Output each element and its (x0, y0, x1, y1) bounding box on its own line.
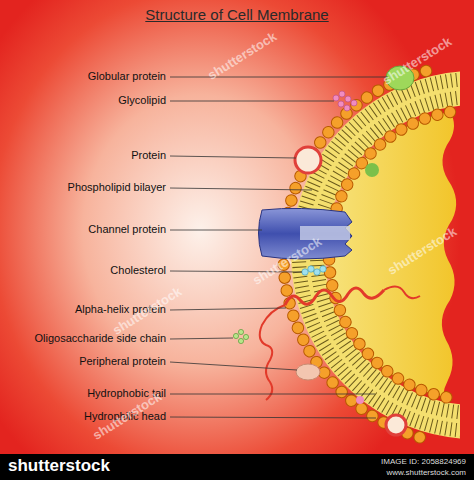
part-label: Globular protein (0, 70, 166, 82)
alpha-helix-tail (260, 305, 285, 400)
part-label: Peripheral protein (0, 355, 166, 367)
hydrophilic-heads (329, 112, 450, 398)
peripheral-protein (296, 364, 320, 380)
part-label: Protein (0, 149, 166, 161)
watermark: shutterstock (250, 234, 324, 288)
alpha-helix (285, 288, 384, 305)
protein-small (356, 396, 364, 404)
part-label: Cholesterol (0, 264, 166, 276)
part-label: Channel protein (0, 223, 166, 235)
glycolipid (333, 91, 357, 111)
protein-small (365, 163, 379, 177)
protein (295, 147, 321, 173)
watermark: shutterstock (385, 224, 459, 278)
watermark: shutterstock (380, 34, 454, 88)
hydrophilic-heads (329, 112, 450, 398)
part-label: Glycolipid (0, 94, 166, 106)
part-label: Oligosaccharide side chain (0, 332, 166, 344)
protein (386, 415, 406, 435)
alpha-helix-tail (384, 286, 420, 298)
watermark-id: IMAGE ID: 2058824969 (381, 457, 466, 466)
watermark: shutterstock (205, 29, 279, 83)
watermark-bar (0, 454, 474, 480)
diagram-title: Structure of Cell Membrane (0, 6, 474, 23)
oligosaccharide (233, 329, 248, 343)
watermark-logo: shutterstock (8, 456, 110, 476)
leader-lines (170, 77, 388, 418)
part-label: Phospholipid bilayer (0, 181, 166, 193)
watermark-url: www.shutterstock.com (386, 468, 466, 477)
cholesterol (302, 266, 326, 275)
